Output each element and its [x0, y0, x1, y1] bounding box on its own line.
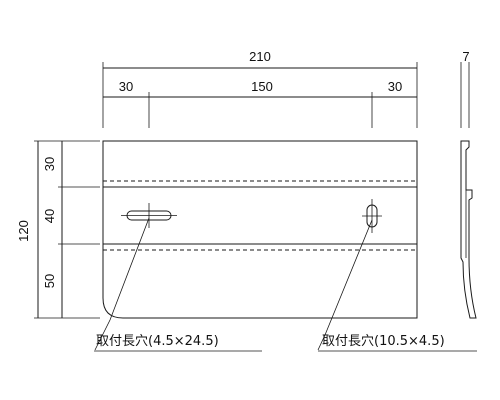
callout-left-slot: 取付長穴(4.5×24.5) [94, 217, 262, 352]
dim-label-left-30: 30 [119, 79, 133, 94]
dim-label-210: 210 [249, 49, 271, 64]
left-mounting-slot [121, 203, 177, 228]
dim-label-40-vertical: 40 [42, 209, 57, 223]
dim-thickness: 7 [460, 49, 470, 128]
dim-section-heights: 30 40 50 [42, 141, 100, 318]
callout-right-slot: 取付長穴(10.5×4.5) [317, 219, 477, 352]
right-mounting-slot [362, 199, 382, 233]
dim-label-30-vertical: 30 [42, 157, 57, 171]
dim-label-150: 150 [251, 79, 273, 94]
plate-front-view [102, 140, 418, 319]
dim-label-120: 120 [16, 220, 31, 242]
dim-overall-width: 210 [102, 49, 418, 128]
dim-hole-spacing: 30 150 30 [103, 79, 417, 128]
plate-side-view [460, 140, 477, 319]
callout-left-slot-text: 取付長穴(4.5×24.5) [96, 334, 219, 349]
dim-label-right-30: 30 [388, 79, 402, 94]
dim-label-7: 7 [462, 49, 469, 64]
dim-overall-height: 120 [16, 140, 100, 319]
dim-label-50-vertical: 50 [42, 274, 57, 288]
callout-right-slot-text: 取付長穴(10.5×4.5) [322, 334, 445, 349]
